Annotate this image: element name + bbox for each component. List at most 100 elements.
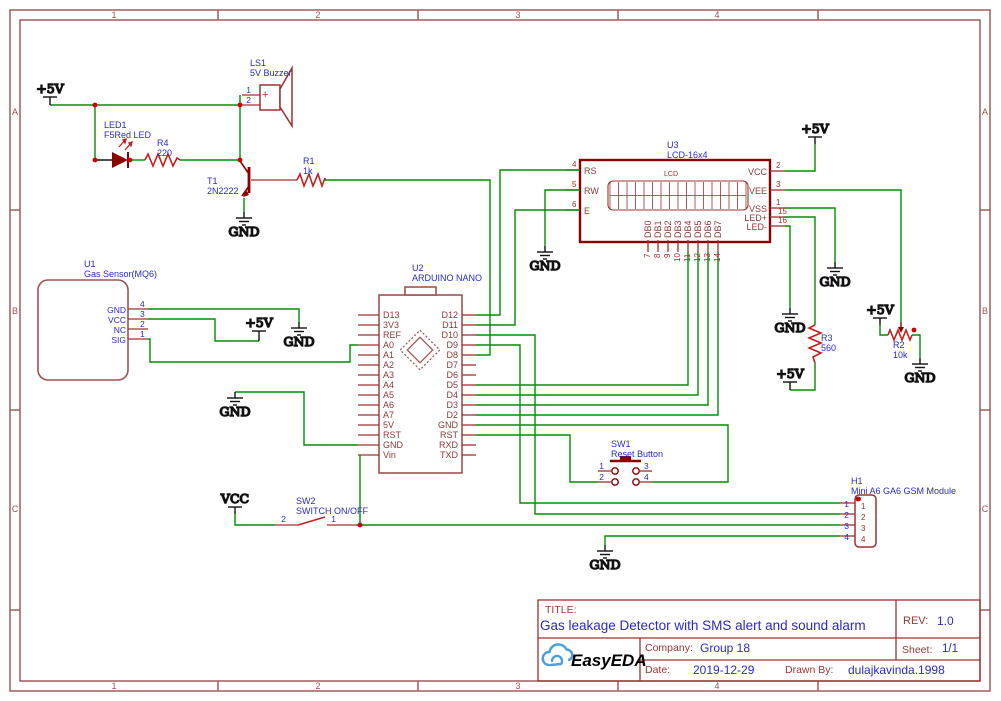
- wire-d9-gsm1[interactable]: [476, 344, 840, 504]
- pwr-5v-topleft-label: +5V: [36, 81, 64, 96]
- gnd-sensor: GND: [283, 322, 315, 350]
- u2-pin-d8: D8: [446, 350, 458, 360]
- gnd-gsm-label: GND: [590, 557, 621, 572]
- wire-vcc-lcd-5v[interactable]: [785, 144, 816, 172]
- u2-pin-d3: D3: [446, 400, 458, 410]
- sw1-ref: SW1: [611, 439, 631, 449]
- u1-num-2: 2: [140, 319, 145, 329]
- wire-sensor-vcc[interactable]: [148, 318, 259, 342]
- frame-col-1: 1: [111, 10, 116, 20]
- wire-ledp-r3[interactable]: [785, 216, 816, 325]
- wire-gsm4-gnd[interactable]: [604, 535, 840, 545]
- wire-db5-d4[interactable]: [476, 252, 699, 396]
- gnd-gsm: GND: [589, 545, 621, 573]
- sw2-value: SWITCH ON/OFF: [296, 506, 368, 516]
- u2-pin-d7: D7: [446, 360, 458, 370]
- frame-col-3: 3: [515, 681, 520, 691]
- wire-db4-d5[interactable]: [476, 252, 689, 386]
- junction-dot: [92, 157, 98, 163]
- u3-value: LCD-16x4: [667, 150, 708, 160]
- r2-symbol[interactable]: [887, 322, 913, 343]
- wire-db6-d3[interactable]: [476, 252, 709, 406]
- h1-num-3-out: 3: [844, 521, 849, 531]
- arduino-body[interactable]: [378, 286, 463, 474]
- sheet-value: 1/1: [942, 643, 958, 655]
- r4-ref: R4: [157, 138, 169, 148]
- wire-rst-sw1[interactable]: [476, 434, 598, 483]
- u1-ref: U1: [84, 259, 96, 269]
- wire-rw-gnd[interactable]: [544, 189, 580, 246]
- r3-symbol[interactable]: [806, 324, 824, 364]
- frame-row-C: C: [982, 504, 989, 514]
- gnd-transistor: GND: [228, 212, 260, 240]
- wire-gnd-sw1[interactable]: [476, 424, 729, 483]
- transistor-symbol[interactable]: [239, 160, 251, 197]
- u3-num-3: 3: [776, 180, 781, 189]
- wire-vcc-sw2[interactable]: [234, 514, 275, 526]
- wire-r3-5v[interactable]: [790, 363, 816, 391]
- wire-sig-a0[interactable]: [148, 338, 358, 363]
- pwr-5v-sensor: +5V: [245, 314, 274, 341]
- frame-col-4: 4: [714, 10, 719, 20]
- u2-pin-a2: A2: [383, 360, 394, 370]
- u3-pin-vcc: VCC: [748, 167, 768, 177]
- wire-db7-d2[interactable]: [476, 252, 719, 416]
- wire-r1-d8[interactable]: [325, 179, 491, 356]
- r3-value: 560: [821, 343, 836, 353]
- u3-pin-vss: VSS: [749, 204, 767, 214]
- switch-onoff-symbol[interactable]: [297, 516, 326, 526]
- lcd-inner-label: LCD: [664, 171, 678, 178]
- junction-dot: [92, 102, 98, 108]
- frame-col-1: 1: [111, 681, 116, 691]
- junction-dot: [127, 157, 133, 163]
- lcd-grid: [609, 182, 747, 209]
- rev-label: REV:: [903, 615, 929, 627]
- reset-button-symbol[interactable]: [610, 456, 641, 486]
- wire-d12-rs[interactable]: [476, 169, 580, 316]
- wire-d11-e[interactable]: [476, 209, 580, 326]
- pwr-5v-lcd-label: +5V: [801, 121, 829, 136]
- buzzer-symbol[interactable]: [259, 65, 293, 129]
- r1-ref: R1: [303, 156, 315, 166]
- wire-ledm-gnd[interactable]: [785, 225, 791, 308]
- led-ref: LED1: [104, 120, 127, 130]
- u3-num-12: 12: [693, 253, 702, 262]
- wire-5v-r2[interactable]: [879, 325, 888, 336]
- u3-num-15: 15: [778, 207, 787, 216]
- r1-value: 1k: [303, 166, 313, 176]
- u3-num-9: 9: [663, 253, 672, 258]
- sw2-num-1: 1: [331, 514, 336, 524]
- h1-num-1-out: 1: [844, 499, 849, 509]
- u3-num-10: 10: [673, 253, 682, 262]
- u2-pin-d9: D9: [446, 340, 458, 350]
- u3-num-2: 2: [776, 161, 781, 170]
- gnd-ledm: GND: [774, 308, 806, 336]
- wire-vee-r2[interactable]: [785, 189, 902, 322]
- sheet-frame: [9, 9, 991, 692]
- r1-symbol[interactable]: [296, 171, 326, 189]
- buzzer-ref: LS1: [250, 58, 266, 68]
- gsm-module-body[interactable]: [854, 494, 877, 548]
- wire-sensor-gnd[interactable]: [148, 308, 300, 322]
- u3-pin-vee: VEE: [749, 186, 767, 196]
- ls1-num-1: 1: [246, 85, 251, 95]
- u2-pin-d11: D11: [442, 320, 458, 330]
- led-symbol[interactable]: [112, 138, 133, 168]
- lcd-body[interactable]: [578, 158, 772, 244]
- pwr-5v-r3-label: +5V: [776, 366, 804, 381]
- u1-pin-sig: SIG: [111, 335, 126, 345]
- frame-row-C: C: [12, 504, 19, 514]
- r4-symbol[interactable]: [144, 151, 181, 169]
- u2-pin-5v: 5V: [383, 420, 394, 430]
- rev-value: 1.0: [937, 614, 954, 628]
- gas-sensor-body[interactable]: [37, 279, 129, 381]
- frame-col-2: 2: [315, 10, 320, 20]
- wire-r2-gnd[interactable]: [912, 334, 921, 358]
- u2-pin-3v3: 3V3: [383, 320, 399, 330]
- h1-num-3-in: 3: [861, 524, 866, 533]
- wire-vss-gnd[interactable]: [785, 207, 836, 262]
- wire-gnd-left[interactable]: [235, 391, 358, 446]
